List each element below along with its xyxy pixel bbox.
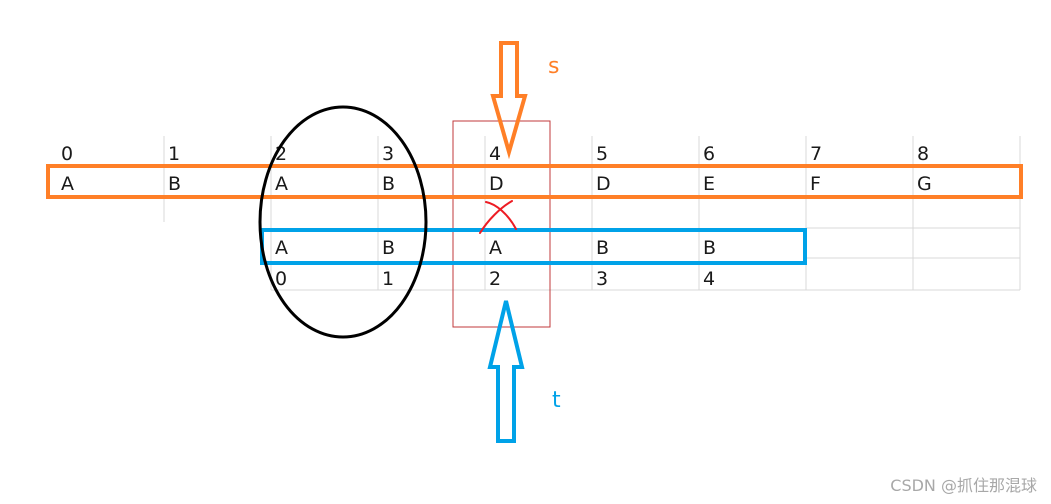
source-char: B <box>382 173 395 195</box>
s-pointer-label: s <box>548 54 559 79</box>
t-pointer-arrow-icon <box>487 300 525 443</box>
pattern-char: B <box>703 237 716 259</box>
pattern-char: A <box>275 237 288 259</box>
pattern-index: 2 <box>489 268 501 290</box>
source-char: B <box>168 173 181 195</box>
t-pointer-label: t <box>552 388 561 413</box>
pattern-index: 0 <box>275 268 287 290</box>
pattern-index: 4 <box>703 268 715 290</box>
source-chars: A B A B D D E F G <box>61 173 932 195</box>
pattern-char: B <box>382 237 395 259</box>
pattern-char: A <box>489 237 502 259</box>
source-char: A <box>275 173 288 195</box>
pattern-chars: A B A B B <box>275 237 716 259</box>
source-index: 1 <box>168 143 180 165</box>
pattern-index: 1 <box>382 268 394 290</box>
source-char: F <box>810 173 821 195</box>
source-char: A <box>61 173 74 195</box>
pattern-string-box <box>260 228 807 265</box>
compare-window <box>452 120 551 328</box>
source-char: D <box>489 173 504 195</box>
source-string-box <box>46 164 1023 199</box>
grid <box>163 136 1021 291</box>
matched-prefix-ellipse <box>258 105 428 339</box>
s-pointer-arrow-icon <box>490 41 528 160</box>
source-indices: 0 1 2 3 4 5 6 7 8 <box>61 143 929 165</box>
pattern-char: B <box>596 237 609 259</box>
source-index: 3 <box>382 143 394 165</box>
pattern-index: 3 <box>596 268 608 290</box>
source-char: D <box>596 173 611 195</box>
source-index: 8 <box>917 143 929 165</box>
watermark: CSDN @抓住那混球 <box>890 476 1037 495</box>
source-index: 7 <box>810 143 822 165</box>
source-char: E <box>703 173 715 195</box>
source-index: 0 <box>61 143 73 165</box>
mismatch-cross-icon <box>479 200 517 234</box>
pattern-indices: 0 1 2 3 4 <box>275 268 715 290</box>
source-char: G <box>917 173 932 195</box>
source-index: 6 <box>703 143 715 165</box>
source-index: 4 <box>489 143 501 165</box>
source-index: 5 <box>596 143 608 165</box>
